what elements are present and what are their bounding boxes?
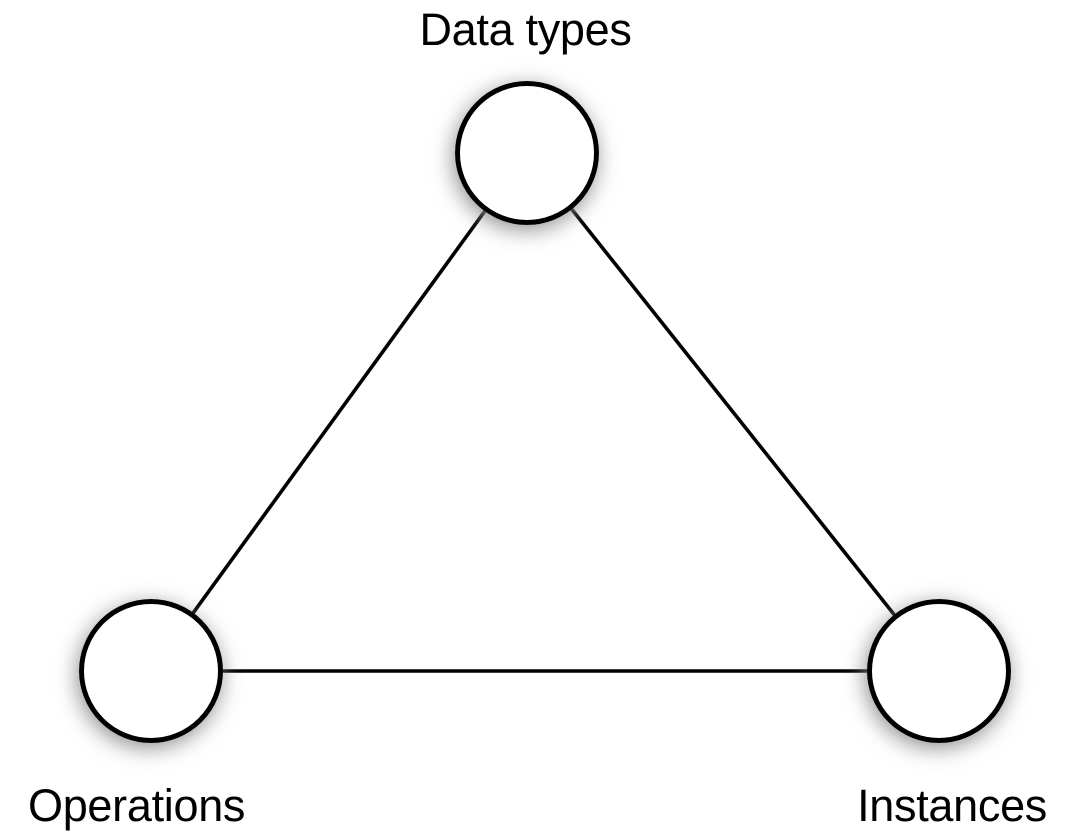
node-operations[interactable] [79, 599, 223, 743]
edge-data-types-operations [149, 151, 529, 673]
edge-data-types-instances [525, 151, 941, 673]
node-group [79, 81, 1011, 743]
node-data-types[interactable] [455, 81, 599, 225]
edge-group [149, 151, 941, 673]
node-label-instances: Instances [857, 780, 1047, 831]
node-label-operations: Operations [28, 780, 246, 831]
node-label-data-types: Data types [419, 4, 632, 55]
node-instances[interactable] [867, 599, 1011, 743]
